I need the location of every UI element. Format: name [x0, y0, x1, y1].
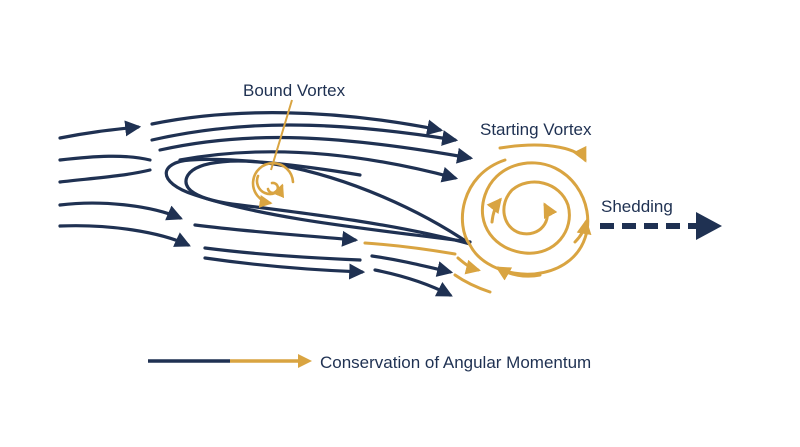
bound-vortex-pointer [270, 99, 293, 171]
streamline [58, 120, 142, 140]
trailing-line [456, 256, 481, 275]
streamline [58, 201, 183, 221]
streamline [203, 246, 362, 262]
bound-vortex-icon [251, 161, 295, 208]
streamline [178, 150, 459, 183]
streamline [373, 268, 453, 297]
streamline [58, 154, 152, 162]
starting-vortex-icon [460, 143, 592, 281]
shedding-arrow [600, 212, 722, 240]
legend-arrow [148, 354, 312, 368]
streamline [193, 223, 359, 247]
starting-vortex-label: Starting Vortex [480, 120, 592, 139]
streamline [150, 111, 444, 136]
trailing-line [453, 273, 492, 294]
bound-vortex-label: Bound Vortex [243, 81, 346, 100]
airfoil-outline [184, 159, 471, 246]
streamline [58, 168, 152, 184]
streamline [58, 224, 191, 247]
shedding-label: Shedding [601, 197, 673, 216]
streamline [370, 254, 454, 277]
legend-label: Conservation of Angular Momentum [320, 353, 591, 372]
trailing-edge-flow [363, 241, 492, 294]
streamline [158, 135, 474, 164]
trailing-line [363, 241, 457, 256]
streamline [203, 256, 366, 280]
streamline [150, 123, 459, 146]
streamlines [58, 111, 474, 297]
